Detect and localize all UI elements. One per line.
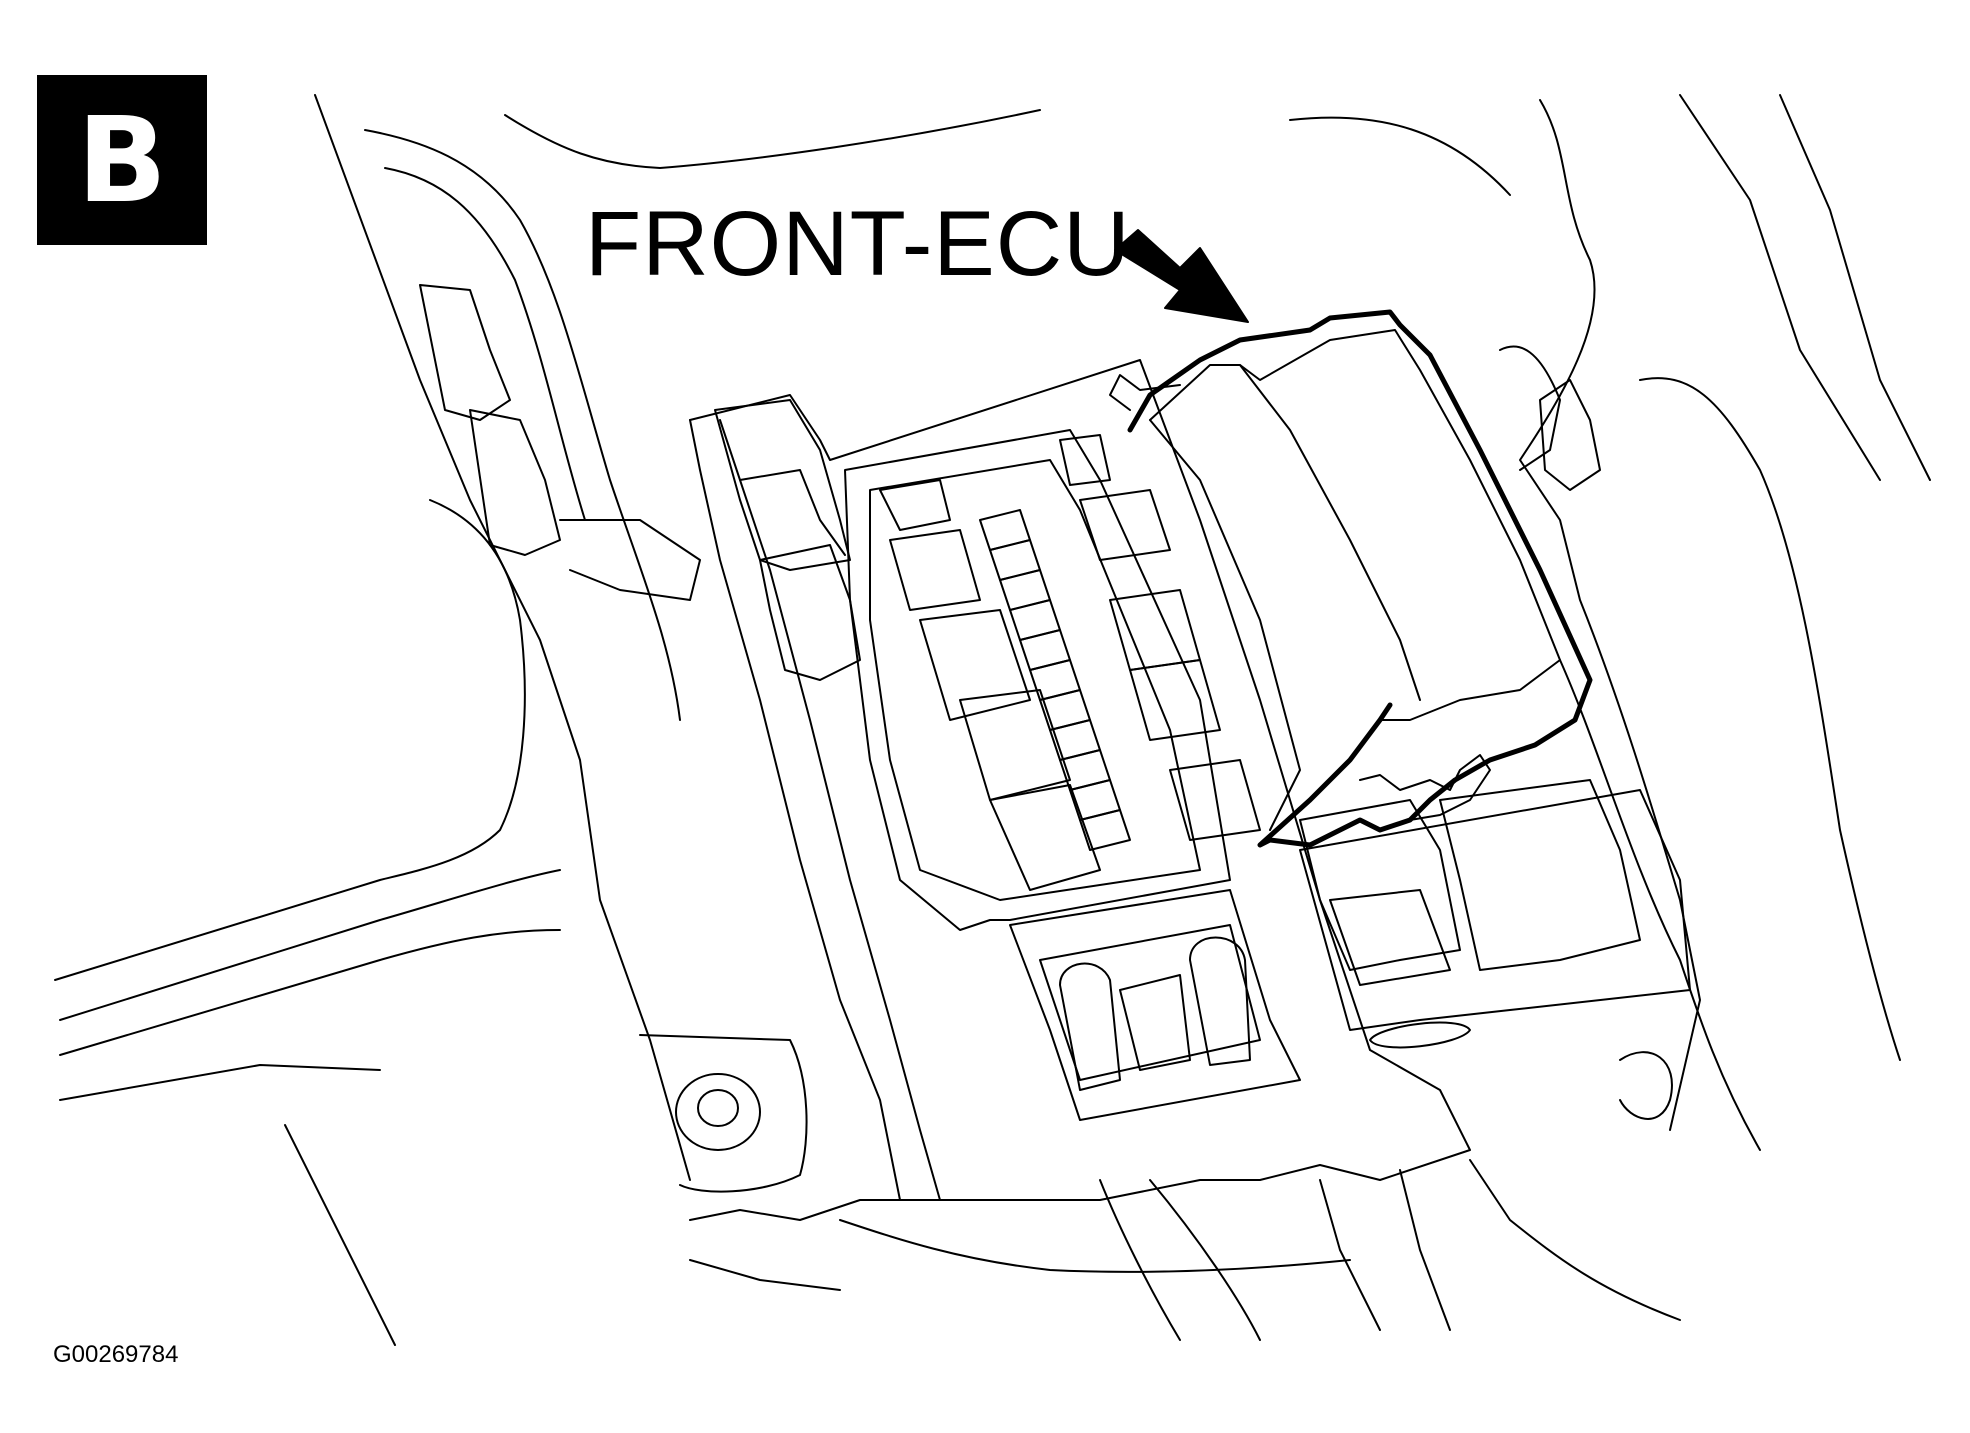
small-relay-4 <box>1129 659 1221 741</box>
maxi-fuse-5 <box>989 784 1101 891</box>
front-ecu-callout-label: FRONT-ECU <box>585 193 1131 295</box>
terminal-post-3 <box>1119 974 1191 1071</box>
front-ecu-tab <box>1109 374 1181 411</box>
maxi-fuse-1 <box>879 479 951 531</box>
top-right-contour <box>1289 116 1511 196</box>
bracket-right <box>1499 345 1561 471</box>
lower-right-box <box>1299 789 1691 1031</box>
fuse-box-left-wall-2 <box>719 419 941 1201</box>
right-relay-block <box>1299 799 1461 971</box>
bottom-harness-7 <box>689 1259 841 1291</box>
bottom-harness-3 <box>1319 1179 1381 1331</box>
front-ecu-clip <box>1359 754 1491 821</box>
left-panel-lower-2 <box>59 929 561 1056</box>
terminal-post-2 <box>1189 936 1251 1066</box>
relay-tall-cap <box>739 469 846 556</box>
fuse-tray <box>844 429 1231 931</box>
mini-fuse-column <box>979 509 1131 851</box>
bottom-harness-1 <box>1099 1179 1181 1341</box>
front-ecu-top-ridge <box>1239 364 1421 701</box>
far-right-contour-5 <box>1559 659 1761 1151</box>
harness-left <box>559 519 701 601</box>
far-right-contour-2 <box>1679 94 1881 481</box>
maxi-fuse-4 <box>959 689 1071 801</box>
section-badge: B <box>37 75 207 245</box>
far-right-contour-3 <box>1779 94 1931 481</box>
far-right-contour-4 <box>1639 377 1901 1061</box>
fuse-box-outer <box>689 359 1471 1221</box>
front-ecu-front-face <box>1149 329 1561 721</box>
bottom-harness-5 <box>1469 1159 1681 1321</box>
left-pipe-inner <box>364 129 681 721</box>
small-relay-2 <box>1079 489 1171 561</box>
bottom-harness-6 <box>839 1219 1351 1273</box>
left-diagonal <box>284 1124 396 1346</box>
front-ecu-side-face <box>1149 419 1301 831</box>
fuse-tray-inner <box>869 459 1201 901</box>
left-panel-upper <box>54 499 526 981</box>
far-right-contour-1 <box>1519 99 1701 1131</box>
bolt-head-inner <box>697 1089 739 1127</box>
connector-left-2 <box>469 409 561 556</box>
lower-tray-inner <box>1039 924 1261 1081</box>
relay-tall <box>714 399 851 571</box>
lower-tray <box>1009 889 1301 1121</box>
front-ecu-outline <box>1127 309 1593 848</box>
maxi-fuse-3 <box>919 609 1031 721</box>
left-pipe-inner-2 <box>384 167 586 521</box>
left-panel-lower <box>59 869 561 1021</box>
bracket-right-2 <box>1619 1051 1673 1120</box>
terminal-post-1 <box>1059 962 1121 1091</box>
right-relay-block-3 <box>1329 889 1451 986</box>
connector-left-1 <box>419 284 511 421</box>
figure-id-label: G00269784 <box>53 1341 179 1368</box>
right-relay-block-2 <box>1439 779 1641 971</box>
connector-slot <box>1369 1021 1471 1049</box>
left-panel-lower-3 <box>59 1064 381 1101</box>
clip-right <box>1539 379 1601 491</box>
maxi-fuse-2 <box>889 529 981 611</box>
small-relay-5 <box>1169 759 1261 841</box>
bolt-head-outer <box>675 1073 761 1151</box>
relay-block-2 <box>759 544 861 681</box>
left-pipe-outer <box>314 94 691 1181</box>
bottom-harness-2 <box>1149 1179 1261 1341</box>
arrow-to-ecu <box>1114 229 1249 323</box>
bolt-bracket <box>639 1034 808 1193</box>
bottom-harness-4 <box>1399 1169 1451 1331</box>
hood-edge-contour <box>504 109 1041 169</box>
fuse-box-left-wall <box>689 419 901 1201</box>
small-relay-1 <box>1059 434 1111 486</box>
